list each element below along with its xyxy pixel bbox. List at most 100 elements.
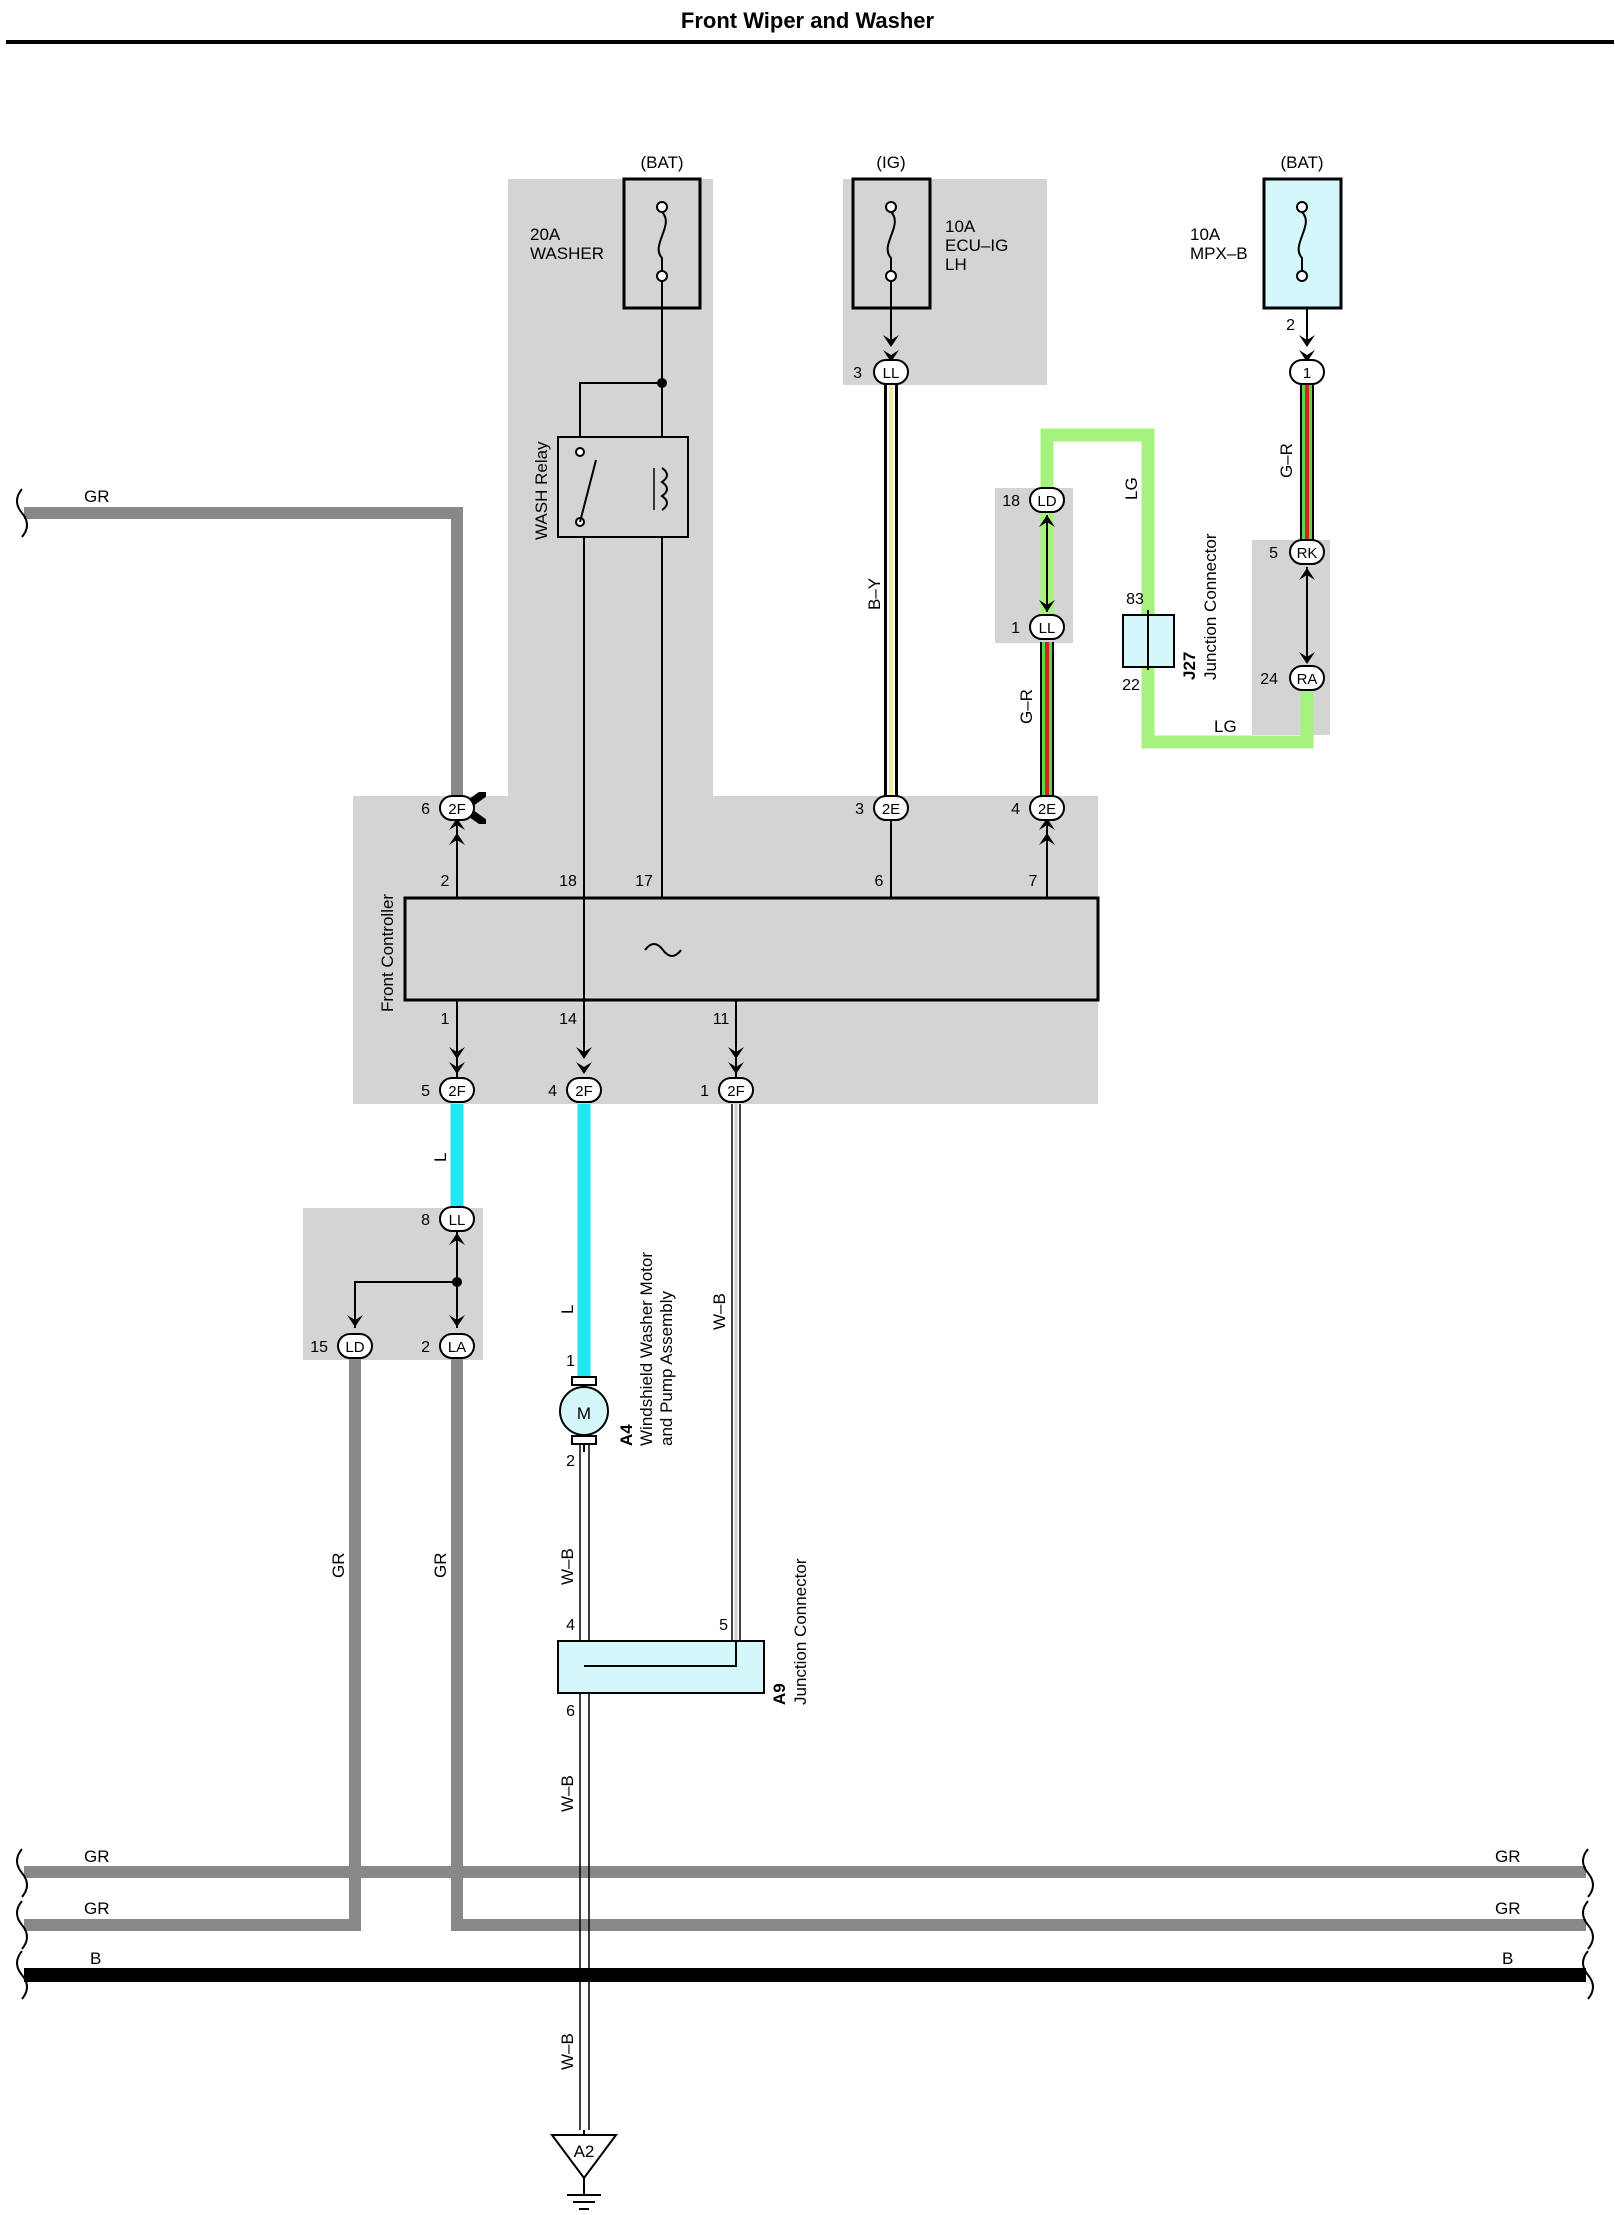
pin-number: 2 — [1286, 317, 1295, 334]
wire-label: GR — [431, 1553, 450, 1579]
relay-switch-feed — [579, 382, 662, 437]
ground-symbol — [550, 2134, 618, 2210]
connector-ll-ig: LL 3 — [853, 359, 909, 385]
shade-ig-block — [843, 179, 1047, 385]
pin-number: 15 — [310, 1339, 328, 1356]
controller-pin: 18 — [559, 873, 577, 890]
controller-symbol — [644, 943, 682, 957]
wire-label: L — [431, 1153, 450, 1162]
connector-code: 2F — [448, 801, 466, 818]
squiggle — [1582, 1900, 1594, 1950]
connector-code: LL — [449, 1212, 466, 1229]
connector-2f-4: 2F 4 — [548, 1077, 602, 1103]
fuse-mpx-b — [1262, 177, 1343, 310]
connector-ld-18: LD 18 — [1002, 487, 1065, 513]
fuse-name: MPX–B — [1190, 244, 1248, 263]
arrow — [1299, 335, 1315, 347]
pin-number: 1 — [1011, 620, 1020, 637]
connector-code: 1 — [1303, 365, 1311, 382]
gr-wire-top — [24, 507, 463, 808]
controller-pin: 1 — [441, 1011, 450, 1028]
gr-wires — [24, 507, 1586, 1931]
shade-front-controller — [353, 796, 1098, 1104]
arrow — [449, 818, 465, 830]
connector-2e-3: 2E 3 — [855, 795, 909, 821]
power-source-bat: (BAT) — [1280, 153, 1323, 172]
connector-2f-1: 2F 1 — [700, 1077, 754, 1103]
connector-2f-6: 2F 6 — [421, 795, 475, 821]
arrow — [1039, 515, 1055, 527]
connector-mpx-1: 1 2 — [1286, 317, 1325, 385]
connector-code: 2F — [727, 1083, 745, 1100]
power-source-ig: (IG) — [876, 153, 905, 172]
arrow — [1299, 350, 1315, 362]
connector-pills: LL 3 1 2 LD 18 LL 1 RK 5 RA 24 2F 6 2E — [310, 317, 1325, 1359]
arrow — [883, 335, 899, 347]
controller-pin: 14 — [559, 1011, 577, 1028]
pin-number: 1 — [700, 1083, 709, 1100]
a4-pin: 1 — [566, 1353, 575, 1370]
fuse-amp: 20A — [530, 225, 561, 244]
connector-la-2: LA 2 — [421, 1333, 475, 1359]
wire-label: G–R — [1277, 443, 1296, 478]
wire-label: W–B — [558, 1548, 577, 1585]
j27-name: Junction Connector — [1201, 533, 1220, 680]
ground-id: A2 — [574, 2142, 595, 2161]
junction-dot — [452, 1277, 462, 1287]
connector-code: 2E — [1038, 801, 1056, 818]
connector-rk-5: RK 5 — [1269, 539, 1325, 565]
wire-label: LG — [1214, 717, 1237, 736]
controller-pin: 6 — [875, 873, 884, 890]
relay-label: WASH Relay — [532, 441, 551, 540]
a4-name: and Pump Assembly — [657, 1291, 676, 1446]
connector-code: 2F — [448, 1083, 466, 1100]
motor-symbol: M — [577, 1404, 591, 1423]
arrow-heads — [347, 335, 1315, 1327]
arrow — [576, 1047, 592, 1059]
a4-id: A4 — [617, 1424, 636, 1446]
fuse-name: ECU–IG — [945, 236, 1008, 255]
wire-label: GR — [84, 1847, 110, 1866]
connector-code: LL — [883, 365, 900, 382]
arrow — [1039, 600, 1055, 612]
connector-code: 2F — [575, 1083, 593, 1100]
fuse-name: LH — [945, 255, 967, 274]
connector-code: RK — [1297, 545, 1318, 562]
connector-ll-1: LL 1 — [1011, 614, 1065, 640]
fuse-ecu-ig — [851, 177, 932, 310]
wire-label: B–Y — [865, 578, 884, 610]
squiggle — [1582, 1950, 1594, 2000]
bus-ends — [16, 488, 1594, 2000]
a9-pin: 5 — [719, 1617, 728, 1634]
wire-label: GR — [1495, 1899, 1521, 1918]
arrow — [728, 1062, 744, 1074]
j27-pin: 22 — [1122, 677, 1140, 694]
connector-code: LD — [345, 1339, 364, 1356]
pin-number: 4 — [1011, 801, 1020, 818]
arrow — [728, 1047, 744, 1059]
junction-dot — [657, 378, 667, 388]
wire-label: GR — [1495, 1847, 1521, 1866]
wire-label: W–B — [558, 1775, 577, 1812]
arrow — [883, 350, 899, 362]
pin-number: 5 — [421, 1083, 430, 1100]
front-controller-box — [403, 896, 1100, 1002]
wire-label: GR — [329, 1553, 348, 1579]
arrow — [449, 833, 465, 845]
pin-number: 18 — [1002, 493, 1020, 510]
wire-label: W–B — [710, 1293, 729, 1330]
lg-wire — [1040, 428, 1314, 749]
a9-pin: 4 — [566, 1617, 575, 1634]
connector-code: LL — [1039, 620, 1056, 637]
a9-id: A9 — [770, 1683, 789, 1705]
connector-2e-4: 2E 4 — [1011, 795, 1065, 821]
connector-code: LA — [448, 1339, 466, 1356]
gr-wire-ld15 — [24, 1348, 361, 1931]
controller-pin: 11 — [713, 1011, 730, 1028]
connector-code: LD — [1037, 493, 1056, 510]
a9-pin: 6 — [566, 1703, 575, 1720]
arrow — [347, 1315, 363, 1327]
wire-label: GR — [84, 1899, 110, 1918]
arrow — [1039, 833, 1055, 845]
